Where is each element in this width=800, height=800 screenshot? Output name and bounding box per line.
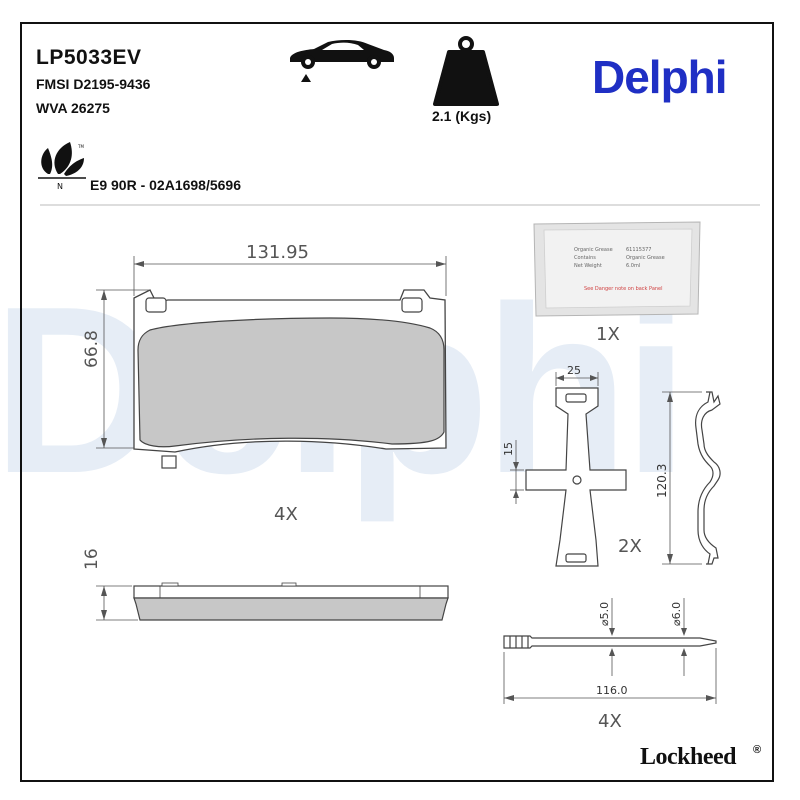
sachet-line1-value: 61115377 (626, 247, 651, 253)
eco-tm: TM (77, 144, 84, 149)
pad-width-label: 131.95 (246, 242, 309, 263)
clip-offset-label: 15 (502, 442, 515, 456)
pin-length-dimension: 116.0 (503, 648, 717, 704)
sachet-line1-label: Organic Grease (574, 247, 613, 253)
grease-sachet: Organic Grease 61115377 Contains Organic… (533, 221, 701, 317)
sachet-line2-label: Contains (574, 255, 596, 261)
pad-thickness-dimension: 16 (82, 548, 138, 621)
pin-diameter-small-label: ⌀5.0 (598, 602, 611, 626)
weight-value: 2.1 (Kgs) (432, 108, 492, 124)
pad-height-dimension: 66.8 (82, 289, 150, 449)
pad-height-label: 66.8 (82, 330, 102, 368)
pin-diameter-small-dimension: ⌀5.0 (598, 598, 615, 676)
pin-quantity-label: 4X (598, 711, 622, 732)
clip-offset-dimension: 15 (502, 440, 524, 504)
registered-mark: ® (753, 744, 762, 756)
brake-pad-front-view (133, 289, 447, 469)
weight-icon (433, 36, 499, 106)
sachet-quantity-label: 1X (596, 324, 620, 345)
sachet-line3-value: 6.0ml (626, 263, 640, 269)
spring-length-dimension: 120.3 (655, 391, 702, 565)
spring-profile (695, 391, 721, 565)
anti-rattle-clip (525, 387, 627, 567)
sachet-line2-value: Organic Grease (626, 255, 665, 261)
sachet-warning: See Danger note on back Panel (584, 286, 663, 292)
brake-pad-side-view (133, 582, 449, 621)
eco-leaf-icon: N TM (38, 142, 86, 191)
homologation-code: E9 90R - 02A1698/5696 (90, 177, 241, 193)
spring-length-label: 120.3 (655, 464, 669, 498)
clip-width-label: 25 (567, 364, 581, 377)
clip-quantity-label: 2X (618, 536, 642, 557)
brand-logo: Delphi (592, 51, 728, 103)
guide-pin (503, 635, 717, 649)
lockheed-logo: Lockheed (640, 744, 737, 770)
car-lift-icon (290, 39, 394, 82)
part-number: LP5033EV (36, 46, 142, 69)
pin-diameter-large-dimension: ⌀6.0 (670, 598, 687, 676)
pin-diameter-large-label: ⌀6.0 (670, 602, 683, 626)
wva-code: WVA 26275 (36, 100, 110, 116)
pad-quantity-label: 4X (274, 504, 298, 525)
pad-thickness-label: 16 (82, 548, 102, 570)
pin-length-label: 116.0 (596, 684, 628, 697)
pad-width-dimension: 131.95 (133, 242, 447, 296)
sheet-border (20, 22, 774, 782)
fmsi-code: FMSI D2195-9436 (36, 76, 151, 92)
sachet-line3-label: Net Weight (574, 263, 602, 269)
clip-width-dimension: 25 (555, 364, 599, 386)
eco-label: N (57, 182, 63, 191)
